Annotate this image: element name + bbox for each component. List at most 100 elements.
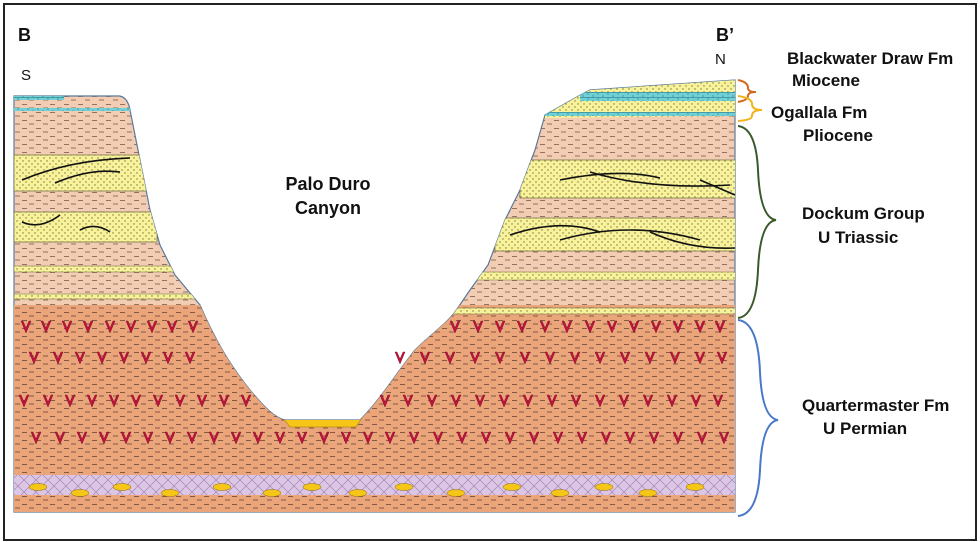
evaporite-v-symbol (469, 351, 481, 365)
gypsum-nodule (70, 489, 90, 497)
evaporite-v-symbol (494, 320, 506, 334)
evaporite-v-symbol (669, 351, 681, 365)
gypsum-nodule (212, 483, 232, 491)
evaporite-v-symbol (274, 431, 286, 445)
evaporite-v-symbol (419, 351, 431, 365)
evaporite-v-symbol (546, 394, 558, 408)
evaporite-v-symbol (252, 431, 264, 445)
south-direction-label: S (21, 67, 32, 84)
evaporite-v-symbol (208, 431, 220, 445)
unit-age-blackwater: Miocene (792, 71, 861, 90)
evaporite-v-symbol (218, 394, 230, 408)
evaporite-v-symbol (644, 351, 656, 365)
evaporite-v-symbol (594, 394, 606, 408)
gypsum-nodule (28, 483, 48, 491)
gypsum-nodule (594, 483, 614, 491)
evaporite-v-symbol (30, 431, 42, 445)
gypsum-nodule (302, 483, 322, 491)
section-end-label: B’ (716, 25, 734, 45)
evaporite-v-symbol (690, 394, 702, 408)
evaporite-v-symbol (146, 320, 158, 334)
evaporite-v-symbol (539, 320, 551, 334)
gypsum-nodule (550, 489, 570, 497)
evaporite-v-symbol (570, 394, 582, 408)
evaporite-v-symbol (444, 351, 456, 365)
evaporite-v-symbol (402, 394, 414, 408)
evaporite-v-symbol (494, 351, 506, 365)
evaporite-v-symbol (408, 431, 420, 445)
caliche-caprock (580, 92, 735, 101)
section-start-label: B (18, 25, 31, 45)
evaporite-v-symbol (40, 320, 52, 334)
gypsum-nodule (160, 489, 180, 497)
evaporite-v-symbol (426, 394, 438, 408)
evaporite-v-symbol (712, 394, 724, 408)
evaporite-v-symbol (52, 351, 64, 365)
evaporite-v-symbol (186, 431, 198, 445)
evaporite-v-symbol (696, 431, 708, 445)
evaporite-v-symbol (576, 431, 588, 445)
evaporite-v-symbol (120, 431, 132, 445)
evaporite-v-symbol (498, 394, 510, 408)
evaporite-v-symbol (716, 351, 728, 365)
evaporite-v-symbol (672, 431, 684, 445)
evaporite-v-symbol (384, 431, 396, 445)
evaporite-v-symbol (449, 320, 461, 334)
evaporite-v-symbol (64, 394, 76, 408)
evaporite-v-symbol (125, 320, 137, 334)
unit-age-ogallala: Pliocene (803, 126, 873, 145)
evaporite-v-symbol (694, 320, 706, 334)
evaporite-v-symbol (164, 431, 176, 445)
evaporite-v-symbol (142, 431, 154, 445)
evaporite-v-symbol (714, 320, 726, 334)
evaporite-v-symbol (606, 320, 618, 334)
evaporite-v-symbol (54, 431, 66, 445)
evaporite-v-symbol (672, 320, 684, 334)
unit-name-ogallala: Ogallala Fm (771, 103, 868, 122)
evaporite-v-symbol (480, 431, 492, 445)
evaporite-v-symbol (20, 320, 32, 334)
canyon-name-line2: Canyon (294, 198, 361, 218)
evaporite-v-symbol (76, 431, 88, 445)
evaporite-v-symbol (618, 394, 630, 408)
canyon-name-line1: Palo Duro (285, 174, 371, 194)
evaporite-v-symbol (340, 431, 352, 445)
evaporite-v-symbol (456, 431, 468, 445)
north-direction-label: N (715, 51, 726, 68)
gypsum-nodule (638, 489, 658, 497)
gypsum-nodule (394, 483, 414, 491)
unit-age-dockum: U Triassic (818, 228, 899, 247)
unit-name-quartermaster: Quartermaster Fm (802, 396, 950, 415)
evaporite-v-symbol (642, 394, 654, 408)
evaporite-v-symbol (594, 351, 606, 365)
unit-name-dockum: Dockum Group (802, 204, 925, 223)
gypsum-nodule (112, 483, 132, 491)
evaporite-v-symbol (394, 351, 406, 365)
caliche-caprock (14, 94, 64, 100)
evaporite-v-symbol (42, 394, 54, 408)
evaporite-v-symbol (666, 394, 678, 408)
evaporite-v-symbol (472, 320, 484, 334)
evaporite-v-symbol (240, 394, 252, 408)
evaporite-v-symbol (296, 431, 308, 445)
evaporite-v-symbol (61, 320, 73, 334)
gypsum-nodule (685, 483, 705, 491)
evaporite-v-symbol (98, 431, 110, 445)
bracket-quartermaster (737, 319, 779, 517)
evaporite-v-symbol (718, 431, 730, 445)
evaporite-v-symbol (152, 394, 164, 408)
evaporite-v-symbol (74, 351, 86, 365)
evaporite-v-symbol (140, 351, 152, 365)
gypsum-nodule (502, 483, 522, 491)
evaporite-v-symbol (561, 320, 573, 334)
evaporite-v-symbol (628, 320, 640, 334)
evaporite-v-symbol (648, 431, 660, 445)
evaporite-v-symbol (187, 320, 199, 334)
evaporite-v-symbol (174, 394, 186, 408)
evaporite-v-symbol (569, 351, 581, 365)
unit-age-quartermaster: U Permian (823, 419, 908, 438)
evaporite-v-symbol (166, 320, 178, 334)
evaporite-v-symbol (432, 431, 444, 445)
evaporite-v-symbol (86, 394, 98, 408)
